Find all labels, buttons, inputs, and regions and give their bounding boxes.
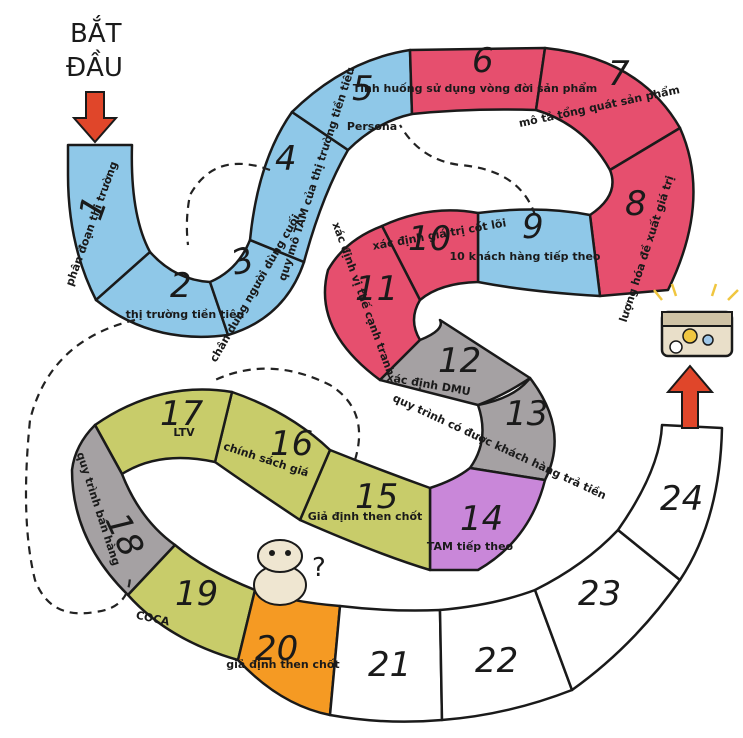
square-14-label: TAM tiếp theo: [427, 540, 514, 553]
square-8-number: 8: [625, 184, 647, 224]
square-13-number: 13: [505, 394, 548, 434]
question-mark: ?: [312, 553, 326, 583]
square-17-label: LTV: [173, 426, 195, 439]
start-label-line2: ĐẦU: [66, 48, 123, 83]
shortcut-line-9-5: [400, 125, 535, 215]
finish-arrow-icon: [668, 366, 712, 428]
square-24-number: 24: [660, 479, 703, 519]
start-label-line1: BẮT: [70, 14, 122, 49]
square-20-label: giả định then chốt: [226, 658, 339, 671]
square-9-number: 9: [522, 207, 544, 247]
square-5-label: Persona: [347, 120, 397, 133]
square-12-number: 12: [438, 341, 481, 381]
square-6-number: 6: [472, 41, 494, 81]
start-arrow-icon: [74, 92, 116, 142]
square-19-number: 19: [175, 574, 218, 614]
square-4-number: 4: [275, 139, 297, 179]
square-22-number: 22: [475, 641, 518, 681]
square-21-number: 21: [368, 645, 411, 685]
treasure-chest-icon: [654, 284, 738, 356]
square-7-number: 7: [608, 54, 630, 94]
square-2-label: thị trường tiền tiêu: [126, 308, 245, 321]
square-6-label: Tình huống sử dụng vòng đời sản phẩm: [353, 82, 597, 95]
square-23-number: 23: [578, 574, 621, 614]
square-15-label: Giả định then chốt: [308, 510, 423, 523]
square-2-number: 2: [170, 266, 192, 306]
square-14-number: 14: [460, 499, 503, 539]
square-9-label: 10 khách hàng tiếp theo: [450, 250, 601, 263]
thinking-character-icon: [254, 540, 306, 605]
